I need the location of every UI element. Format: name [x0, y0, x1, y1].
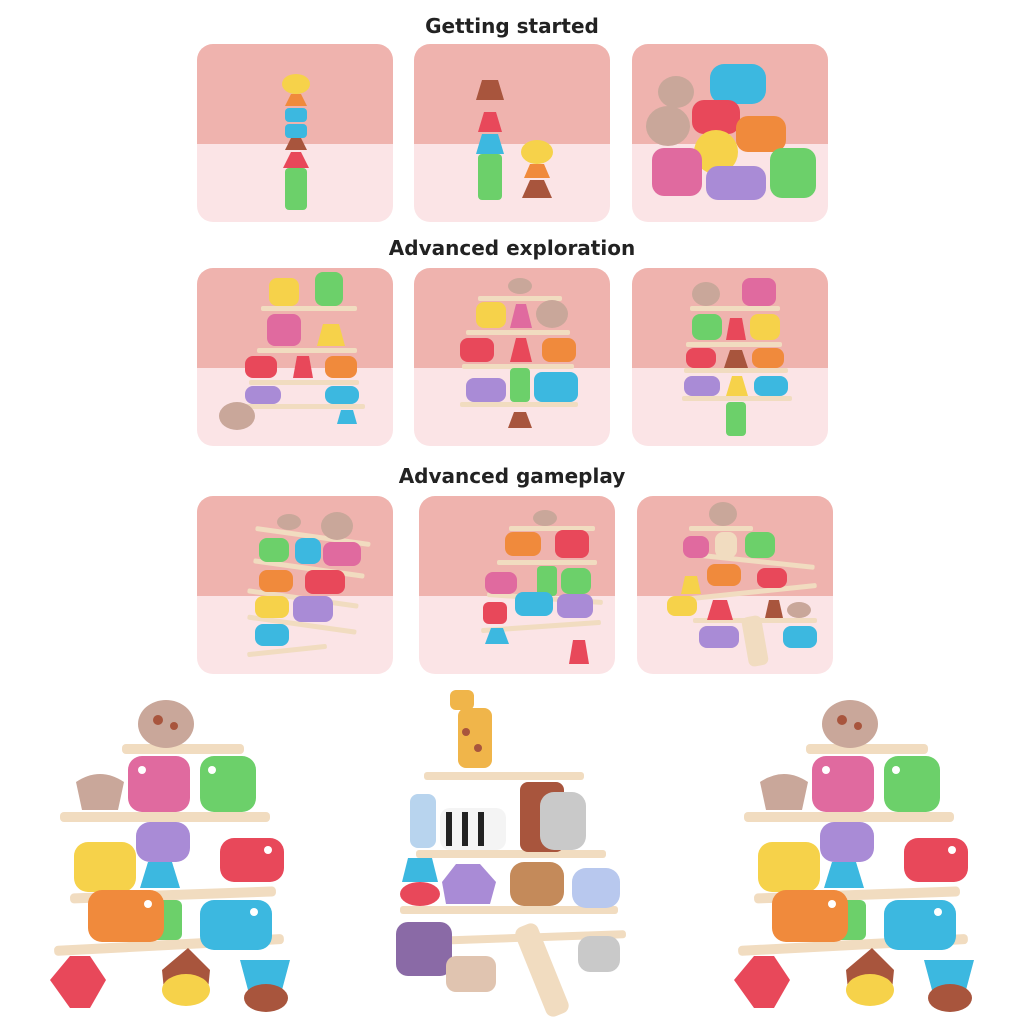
photo-dino-pile: [632, 44, 828, 222]
row-advanced-exploration: [0, 268, 1024, 448]
photo-single-stack: [197, 44, 393, 222]
photo-exploration-1: [197, 268, 393, 446]
animal-stack-center: [380, 682, 640, 1022]
photo-exploration-2: [414, 268, 610, 446]
photo-gameplay-1: [197, 496, 393, 674]
photo-two-stacks: [414, 44, 610, 222]
section-title-getting-started: Getting started: [425, 14, 599, 38]
dino-stack-right: [724, 690, 984, 1020]
dino-stack-left: [40, 690, 300, 1020]
row-advanced-gameplay: [0, 496, 1024, 676]
photo-gameplay-3: [637, 496, 833, 674]
section-title-advanced-gameplay: Advanced gameplay: [398, 464, 626, 488]
photo-gameplay-2: [419, 496, 615, 674]
photo-exploration-3: [632, 268, 828, 446]
row-getting-started: [0, 44, 1024, 224]
section-title-advanced-exploration: Advanced exploration: [388, 236, 636, 260]
